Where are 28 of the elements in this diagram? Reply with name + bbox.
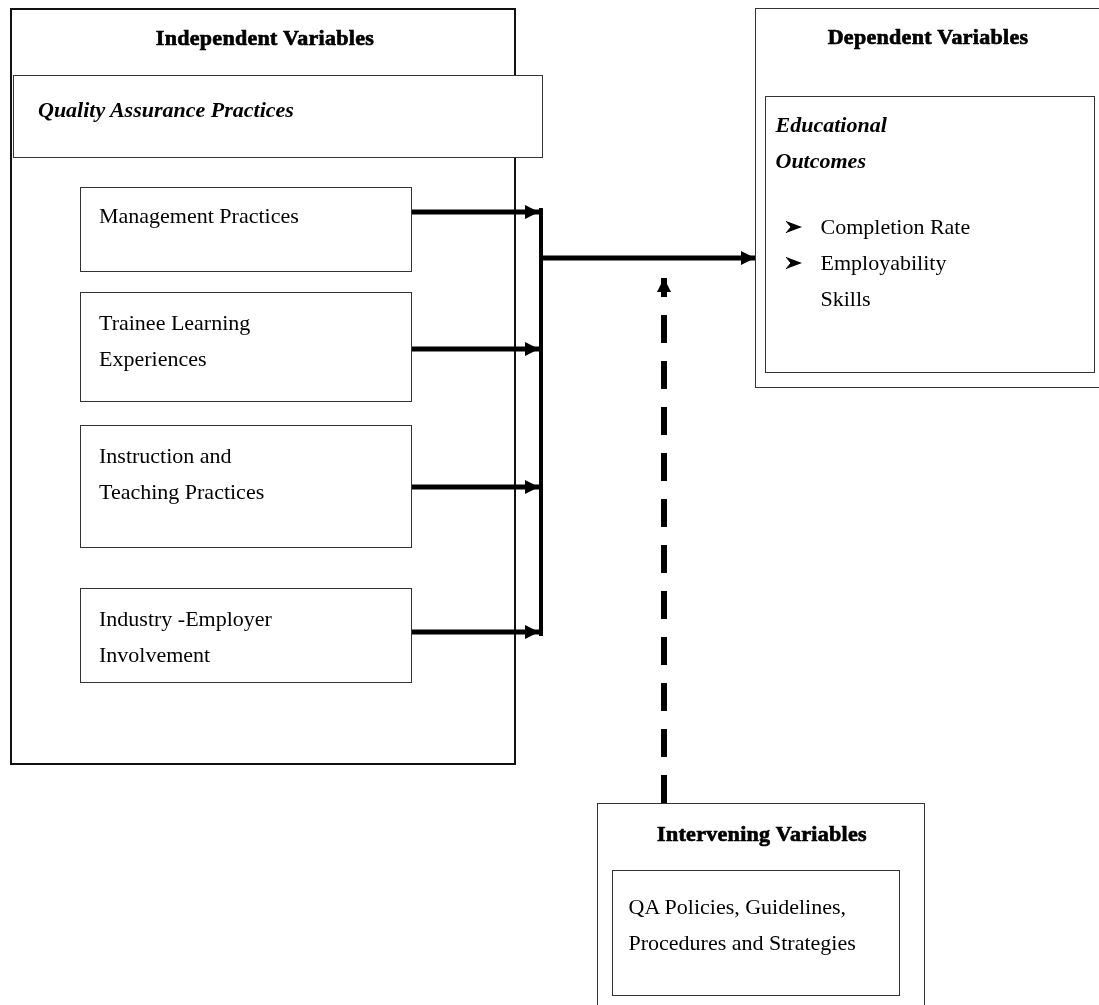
list-item: Employability Skills [820,248,948,313]
variable-box [80,425,412,548]
arrow [412,480,539,494]
arrow [412,342,539,356]
panel [597,803,925,1005]
panel [755,8,1099,388]
panel-heading: Dependent Variables [826,23,1030,51]
dashed-arrow [657,278,671,803]
variable-box [80,187,412,272]
box-label: Industry -Employer Involvement [99,605,273,669]
category-band [13,75,543,158]
variable-box [611,869,900,996]
category-heading: Quality Assurance Practices [38,96,295,124]
variable-box [764,95,1095,373]
box-label: Management Practices [99,202,300,230]
box-heading: Educational Outcomes [775,110,888,175]
arrow [543,251,755,265]
box-label: Trainee Learning Experiences [99,309,252,373]
box-label: QA Policies, Guidelines, Procedures and Strategies [628,892,857,957]
panel-heading: Intervening Variables [656,820,868,848]
list-item: Completion Rate [820,212,972,241]
panel-heading: Independent Variables [154,24,376,52]
box-label: Instruction and Teaching Practices [99,442,266,506]
junction-bar [539,208,543,636]
arrow [412,625,539,639]
variable-box [80,588,412,683]
variable-box [80,292,412,402]
arrow [412,205,539,219]
